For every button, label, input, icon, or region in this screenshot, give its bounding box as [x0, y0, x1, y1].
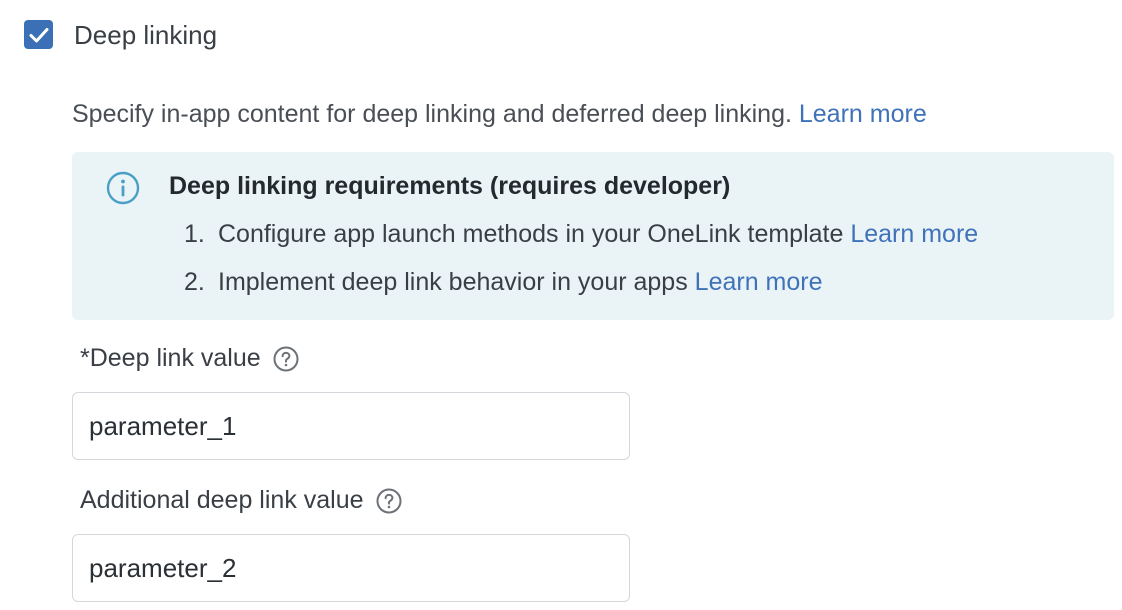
description-learn-more-link[interactable]: Learn more [798, 100, 927, 128]
requirement-number: 1. [184, 220, 205, 248]
requirement-text: Implement deep link behavior in your app… [218, 268, 688, 296]
deep-link-value-input[interactable] [72, 392, 630, 460]
requirement-item: 1. Configure app launch methods in your O… [184, 220, 978, 249]
description-text: Specify in-app content for deep linking … [72, 100, 792, 128]
requirement-item: 2. Implement deep link behavior in your a… [184, 268, 823, 297]
requirements-title: Deep linking requirements (requires deve… [169, 172, 731, 200]
deep-linking-checkbox-row[interactable]: Deep linking [24, 20, 217, 49]
additional-deep-link-value-input[interactable] [72, 534, 630, 602]
checkmark-icon [29, 27, 48, 42]
question-circle-icon[interactable] [376, 488, 402, 514]
deep-linking-checkbox-label[interactable]: Deep linking [74, 19, 218, 50]
requirement-learn-more-link[interactable]: Learn more [850, 220, 979, 248]
additional-deep-link-value-label-row: Additional deep link value [80, 486, 402, 515]
requirement-text: Configure app launch methods in your One… [218, 220, 844, 248]
info-icon [106, 171, 140, 205]
deep-linking-description: Specify in-app content for deep linking … [72, 100, 927, 129]
deep-linking-checkbox[interactable] [24, 20, 53, 49]
requirement-number: 2. [184, 268, 205, 296]
additional-deep-link-value-label: Additional deep link value [80, 486, 364, 514]
deep-link-value-label-row: *Deep link value [80, 344, 299, 373]
question-circle-icon[interactable] [273, 346, 299, 372]
requirement-learn-more-link[interactable]: Learn more [694, 268, 823, 296]
requirements-info-box: Deep linking requirements (requires deve… [72, 152, 1114, 320]
deep-link-value-label: *Deep link value [80, 344, 261, 372]
